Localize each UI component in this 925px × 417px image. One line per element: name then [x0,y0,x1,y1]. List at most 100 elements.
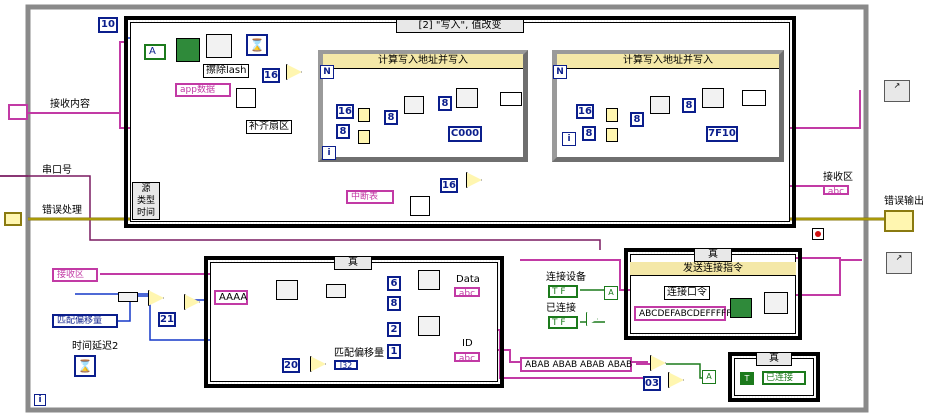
connect-subvi[interactable] [730,298,752,318]
while-loop-border [25,4,869,413]
case-selector-connect[interactable]: 真 [694,248,732,262]
loop-2-title: 计算写入地址并写入 [557,54,779,69]
receive-area-indicator: abc [823,185,849,197]
case-structure-bottom [204,256,504,388]
match-offset-control[interactable]: 匹配偏移量 [52,314,118,328]
case-selector-connected-text: 真 [769,353,779,364]
case-selector-connected[interactable]: 真 [756,352,792,366]
interrupt-table-control[interactable]: 中断表 [346,190,394,204]
connect-device-bool[interactable]: T F [548,285,578,298]
case-selector-connect-text: 真 [708,249,718,260]
case-selector-bottom-text: 真 [348,257,358,268]
const-abab: ABAB ABAB ABAB ABAB [520,357,632,372]
visa-write-node[interactable] [206,34,232,58]
loop-1-title: 计算写入地址并写入 [323,54,523,69]
stop-button[interactable] [812,228,824,240]
pad-sector-label: 补齐扇区 [246,120,292,134]
mul-node-loop1b [358,130,370,144]
visa-out-indicator-1: ↗ [884,80,910,102]
split-node-loop2 [650,96,670,114]
connected-indicator-text: 已连接 [766,373,794,383]
id-label: ID [462,338,473,349]
mul-node-loop2a [606,108,618,122]
connect-write-node[interactable] [764,292,788,314]
string-subset-node-2 [418,316,440,336]
id-indicator: abc [454,352,480,364]
connect-port-label: 连接口令 [664,286,710,300]
loop-2-n-terminal: N [553,65,567,79]
match-pattern-node [276,280,298,300]
const-aaaa: AAAA [214,290,248,305]
receive-area-control[interactable]: 接收区 [52,268,98,282]
const-8-loop1c: 8 [438,96,452,111]
loop-1-n-terminal: N [320,65,334,79]
mul-node-loop2b [606,128,618,142]
write-node-loop1[interactable] [500,92,522,106]
const-abcdef: ABCDEFABCDEFFFFF [634,306,731,321]
erase-flash-subvi[interactable] [176,38,200,62]
const-c000: C000 [448,126,482,142]
app-data-text: app数据 [180,85,215,95]
erase-flash-label: 擦除lash [203,64,250,78]
const-a-ring: A [144,44,166,60]
const-6: 6 [387,276,401,291]
const-16-top: 16 [262,68,280,83]
split-string-node [326,284,346,298]
pad-sector-subvi[interactable] [236,88,256,108]
error-handling-label: 错误处理 [42,205,82,216]
receive-content-terminal[interactable] [8,104,28,120]
event-data-node: 源 类型 时间 [132,182,160,220]
const-20: 20 [282,358,300,373]
app-data-control[interactable]: app数据 [175,83,231,97]
error-output-label: 错误输出 [884,196,924,207]
interrupt-table-subvi[interactable] [410,196,430,216]
connect-title-bar: 发送连接指令 [630,262,796,276]
const-8-loop1b: 8 [384,110,398,125]
data-label: Data [456,274,480,285]
const-16-loop2: 16 [576,104,594,119]
receive-area-control-text: 接收区 [57,270,85,280]
serial-port-label: 串口号 [42,165,72,176]
const-2: 2 [387,322,401,337]
event-selector-text: [2] "写入", 值改变 [418,20,502,31]
const-16-int: 16 [440,178,458,193]
split-node-loop1 [404,96,424,114]
connected-label: 已连接 [546,303,576,314]
connected-indicator: 已连接 [762,371,806,385]
and-node-2: A [702,370,716,384]
true-constant: T [740,372,754,385]
loop-2-i-terminal: i [562,132,576,146]
const-03: 03 [643,376,661,391]
error-in-terminal[interactable] [4,212,22,226]
loop-1-i-terminal: i [322,146,336,160]
visa-out-indicator-2: ↗ [886,252,912,274]
const-10: 10 [98,17,118,33]
and-node: A [604,286,618,300]
event-selector[interactable]: [2] "写入", 值改变 [396,19,524,33]
receive-area-label: 接收区 [823,172,853,183]
case-selector-bottom[interactable]: 真 [334,256,372,270]
timer-label: 时间延迟2 [72,341,119,352]
wait-timer-icon: ⌛ [246,34,268,56]
const-8-loop2b: 8 [630,112,644,127]
connect-title-text: 发送连接指令 [683,263,743,274]
const-8-bottom: 8 [387,296,401,311]
interrupt-table-text: 中断表 [351,192,379,202]
match-offset-indicator: I32 [334,360,358,370]
build-node-loop1 [456,88,478,108]
connect-device-label: 连接设备 [546,272,586,283]
string-length-node [118,292,138,302]
connected-bool-text: T F [552,318,566,328]
event-time-label: 时间 [136,208,155,218]
const-7f10: 7F10 [706,126,738,142]
timer-icon: ⌛ [74,355,96,377]
write-node-loop2[interactable] [742,90,766,106]
error-output-indicator [884,210,914,232]
connected-bool[interactable]: T F [548,316,578,329]
const-16-loop1: 16 [336,104,354,119]
match-offset-control-text: 匹配偏移量 [57,316,103,326]
match-offset-label: 匹配偏移量 [334,348,384,359]
loop-iteration-terminal: i [34,394,46,406]
const-21: 21 [158,312,176,327]
